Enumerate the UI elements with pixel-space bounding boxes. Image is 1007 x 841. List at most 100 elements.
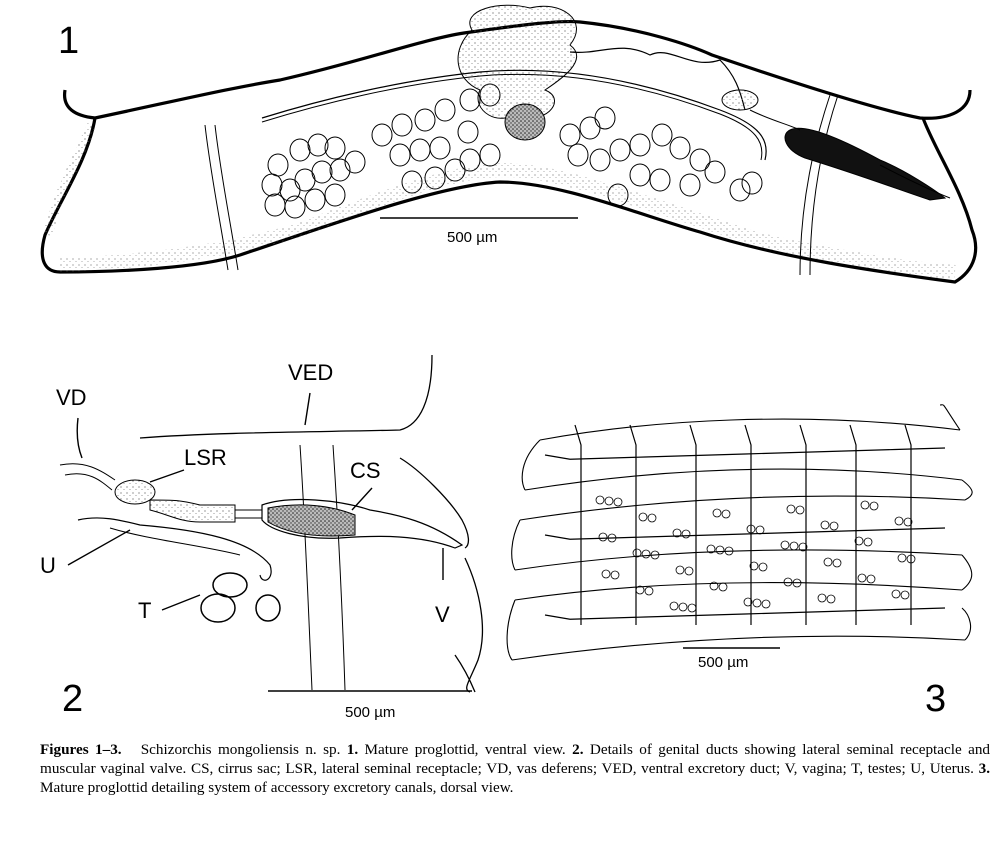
caption-title: Figures 1–3. xyxy=(40,741,122,758)
testis xyxy=(832,558,842,568)
excretory-canal xyxy=(689,424,697,625)
testis xyxy=(743,597,753,607)
caption-fig1-text: Mature proglottid, ventral view. xyxy=(364,741,566,758)
testis xyxy=(669,601,679,611)
testis xyxy=(749,561,759,571)
testis xyxy=(324,136,346,160)
caption-fig3-ref: 3. xyxy=(978,760,991,777)
figure-caption: Figures 1–3. Schizorchis mongoliensis n.… xyxy=(40,740,990,797)
testis xyxy=(823,557,833,567)
testis xyxy=(746,524,756,534)
label-lsr: LSR xyxy=(184,445,227,470)
testis xyxy=(391,113,413,137)
testis xyxy=(783,577,793,587)
testis xyxy=(857,573,867,583)
testis xyxy=(610,570,620,580)
label-ved: VED xyxy=(288,360,334,385)
testis xyxy=(741,171,763,195)
testis xyxy=(866,574,876,584)
testis xyxy=(598,532,608,542)
testis xyxy=(607,183,629,207)
testis xyxy=(704,160,726,184)
testis xyxy=(860,500,870,510)
testis xyxy=(829,521,839,531)
testis xyxy=(894,516,904,526)
testis xyxy=(891,589,901,599)
testis xyxy=(780,540,790,550)
testis xyxy=(672,528,682,538)
testis xyxy=(718,582,728,592)
testis xyxy=(479,143,501,167)
testis xyxy=(304,188,326,212)
testis xyxy=(900,590,910,600)
testis xyxy=(820,520,830,530)
testis xyxy=(684,566,694,576)
testis xyxy=(638,512,648,522)
excretory-canal xyxy=(544,607,946,620)
testis xyxy=(613,497,623,507)
figure2-number: 2 xyxy=(62,678,84,720)
excretory-canal xyxy=(629,424,637,625)
testis xyxy=(817,593,827,603)
testis xyxy=(601,569,611,579)
testis xyxy=(789,541,799,551)
testis xyxy=(758,562,768,572)
figure2-scale-label: 500 µm xyxy=(345,704,396,721)
testis xyxy=(644,586,654,596)
figure1-proglottid xyxy=(40,4,978,284)
caption-species: Schizorchis mongoliensis n. sp. xyxy=(140,741,341,758)
caption-fig2-ref: 2. xyxy=(572,741,584,758)
excretory-canal xyxy=(799,424,807,625)
testis xyxy=(635,585,645,595)
caption-fig1-ref: 1. xyxy=(346,741,359,758)
figure3-excretory-canals xyxy=(506,404,973,661)
testis xyxy=(706,544,716,554)
figure3-scale-label: 500 µm xyxy=(698,654,749,671)
label-vd: VD xyxy=(56,385,87,410)
figure1-scale-label: 500 µm xyxy=(447,229,498,246)
testis xyxy=(681,529,691,539)
caption-fig3-text: Mature proglottid detailing system of ac… xyxy=(40,779,514,796)
excretory-canal xyxy=(849,424,857,625)
label-cs: CS xyxy=(350,458,381,483)
testis xyxy=(869,501,879,511)
testis xyxy=(559,123,581,147)
testis xyxy=(264,193,286,217)
figure2-genital-ducts xyxy=(59,354,484,693)
testis xyxy=(712,508,722,518)
testis xyxy=(651,123,673,147)
testis xyxy=(289,138,311,162)
testis xyxy=(906,554,916,564)
testis xyxy=(629,163,651,187)
testis xyxy=(641,549,651,559)
testis xyxy=(647,513,657,523)
testis xyxy=(792,578,802,588)
testis xyxy=(798,542,808,552)
testis xyxy=(607,533,617,543)
testis xyxy=(863,537,873,547)
testis xyxy=(724,546,734,556)
testis xyxy=(903,517,913,527)
testis xyxy=(649,168,671,192)
label-v: V xyxy=(435,602,450,627)
excretory-canal xyxy=(574,424,582,625)
testis xyxy=(459,148,481,172)
testis xyxy=(567,143,589,167)
testis xyxy=(579,116,601,140)
label-u: U xyxy=(40,553,56,578)
label-t: T xyxy=(138,598,152,623)
figure3-number: 3 xyxy=(925,678,947,720)
testis xyxy=(371,123,393,147)
testis xyxy=(669,136,691,160)
testis xyxy=(267,153,289,177)
testis xyxy=(409,138,431,162)
testis xyxy=(424,166,446,190)
testis xyxy=(678,602,688,612)
testis xyxy=(324,183,346,207)
testis xyxy=(675,565,685,575)
testis xyxy=(594,106,616,130)
testis xyxy=(389,143,411,167)
testis xyxy=(329,158,351,182)
testis xyxy=(729,178,751,202)
